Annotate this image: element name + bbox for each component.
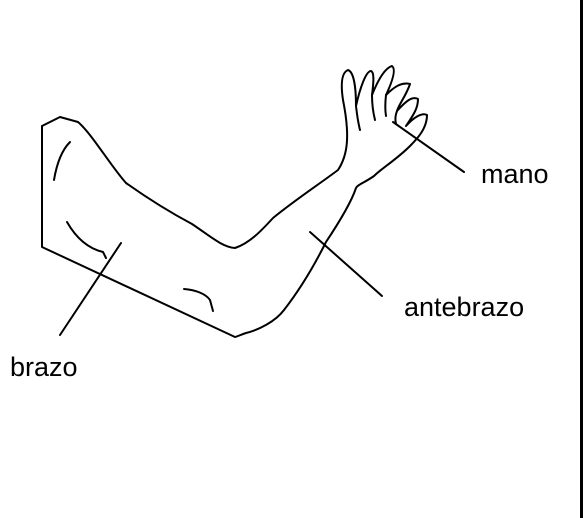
hand-pointer-line	[393, 122, 464, 172]
shoulder-mark	[54, 142, 70, 180]
label-hand: mano	[481, 161, 549, 188]
right-border-line	[580, 0, 583, 518]
upper-arm-pointer-line	[60, 243, 121, 335]
finger-line-4	[395, 111, 397, 124]
forearm-pointer-line	[310, 232, 382, 296]
label-upper-arm: brazo	[10, 354, 78, 381]
finger-line-1	[356, 106, 360, 130]
biceps-mark	[67, 222, 106, 258]
finger-line-3	[385, 95, 386, 116]
elbow-mark	[184, 289, 213, 311]
arm-outline	[42, 66, 427, 337]
finger-line-2	[372, 95, 375, 120]
label-forearm: antebrazo	[404, 294, 524, 321]
